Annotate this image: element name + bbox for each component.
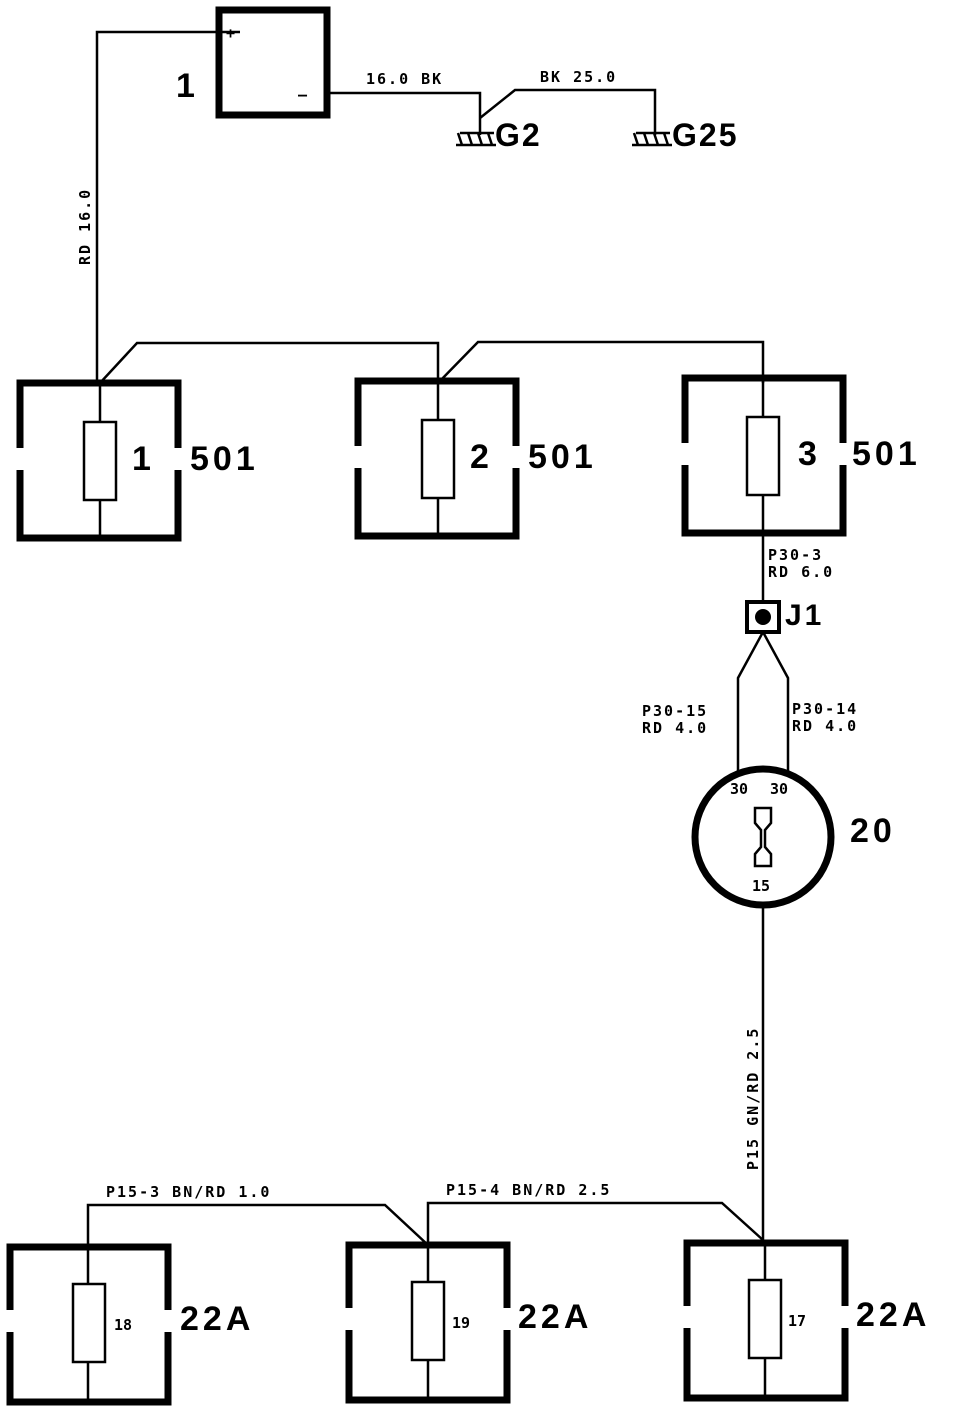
switch-terminal-30b: 30	[770, 780, 788, 798]
wire-label-p30-14: P30-14	[792, 700, 858, 718]
fuse-number: 18	[114, 1316, 132, 1334]
junction-label: J1	[785, 599, 824, 632]
fuse-number: 3	[798, 435, 821, 473]
wire-label-p30-3: P30-3	[768, 546, 823, 564]
battery-label: 1	[176, 67, 199, 105]
fuse-rating: 22A	[180, 1300, 254, 1338]
ground-icon	[632, 131, 672, 147]
battery-box	[215, 6, 331, 119]
fuse-icon	[71, 1282, 107, 1364]
fuse-number: 17	[788, 1312, 806, 1330]
wire-label-battery-negative: 16.0 BK	[366, 70, 443, 88]
battery: 1 + –	[176, 6, 331, 119]
fuse-rating: 501	[852, 435, 921, 473]
switch-label: 20	[850, 812, 896, 850]
wire-bus-1-2	[99, 341, 440, 384]
fuse-box-3: 3 501	[680, 374, 921, 537]
ground-g2: G2	[456, 117, 542, 153]
switch-terminal-30a: 30	[730, 780, 748, 798]
ignition-switch: 30 30 15 20	[691, 765, 896, 909]
wire-j1-switch-right	[761, 631, 790, 775]
ground-label-g25: G25	[672, 117, 738, 153]
ground-g25: G25	[632, 117, 738, 153]
fuse-rating: 22A	[856, 1296, 930, 1334]
fuse-number: 19	[452, 1314, 470, 1332]
fuse-icon	[82, 420, 118, 502]
wire-label-battery-positive: RD 16.0	[76, 188, 94, 265]
wire-battery-positive	[95, 30, 240, 383]
battery-minus-terminal: –	[298, 86, 308, 104]
ground-icon	[456, 131, 496, 147]
fuse-rating: 22A	[518, 1298, 592, 1336]
wire-ground-link	[479, 88, 657, 135]
fuse-icon	[745, 415, 781, 497]
wire-bus-17-19	[426, 1201, 764, 1245]
fuse-box-18: 18 22A	[5, 1243, 254, 1406]
fuse-rating: 501	[190, 440, 259, 478]
fuse-icon	[410, 1280, 446, 1362]
fuse-icon	[420, 418, 456, 500]
fuse-number: 1	[132, 440, 155, 478]
wire-label-p30-15: P30-15	[642, 702, 708, 720]
switch-terminal-15: 15	[752, 877, 770, 895]
fuse-number: 2	[470, 438, 493, 476]
fuse-icon	[747, 1278, 783, 1360]
wire-label-rd-4-right: RD 4.0	[792, 717, 858, 735]
fuse-box-19: 19 22A	[344, 1241, 592, 1404]
junction-dot-icon	[755, 609, 771, 625]
fuse-rating: 501	[528, 438, 597, 476]
wire-label-rd-4-left: RD 4.0	[642, 719, 708, 737]
junction-j1: J1	[745, 599, 824, 634]
wire-bus-19-18	[86, 1203, 429, 1247]
fuse-box-17: 17 22A	[682, 1239, 930, 1402]
wire-label-ground-link: BK 25.0	[540, 68, 617, 86]
wire-label-rd-6: RD 6.0	[768, 563, 834, 581]
wire-label-p15-gn-rd: P15 GN/RD 2.5	[744, 1027, 762, 1170]
wire-label-p15-4: P15-4 BN/RD 2.5	[446, 1181, 611, 1199]
fuse-box-2: 2 501	[353, 377, 597, 540]
wire-j1-switch-left	[736, 631, 765, 775]
wire-label-p15-3: P15-3 BN/RD 1.0	[106, 1183, 271, 1201]
wire-battery-negative	[327, 91, 482, 135]
ground-label-g2: G2	[495, 117, 542, 153]
wire-bus-2-3	[437, 340, 765, 384]
fuse-box-1: 1 501	[15, 379, 259, 542]
key-slot-icon	[753, 806, 773, 868]
